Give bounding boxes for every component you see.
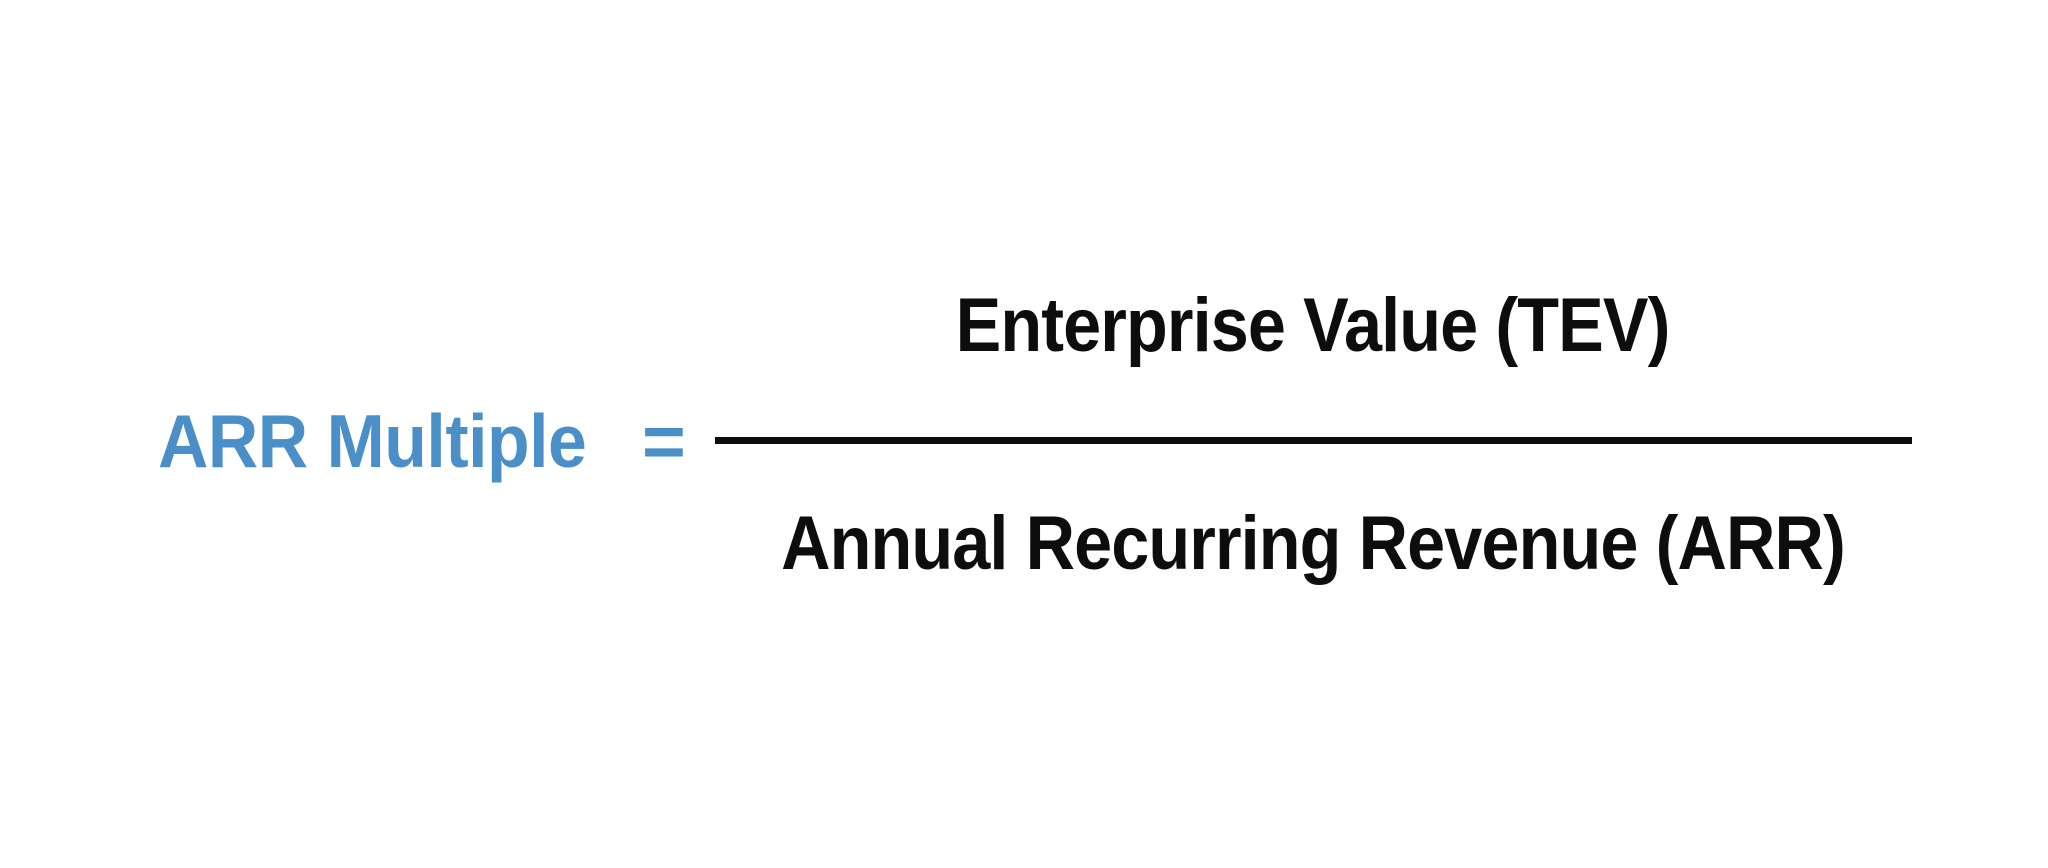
fraction-numerator: Enterprise Value (TEV) (713, 288, 1912, 364)
equation-left-label: ARR Multiple (158, 399, 587, 483)
fraction-denominator-text: Annual Recurring Revenue (ARR) (780, 501, 1846, 586)
fraction: Enterprise Value (TEV) Annual Recurring … (713, 288, 1912, 598)
fraction-denominator: Annual Recurring Revenue (ARR) (713, 506, 1912, 582)
fraction-bar (715, 437, 1912, 444)
equals-operator: = (642, 399, 686, 483)
fraction-numerator-text: Enterprise Value (TEV) (955, 283, 1671, 368)
